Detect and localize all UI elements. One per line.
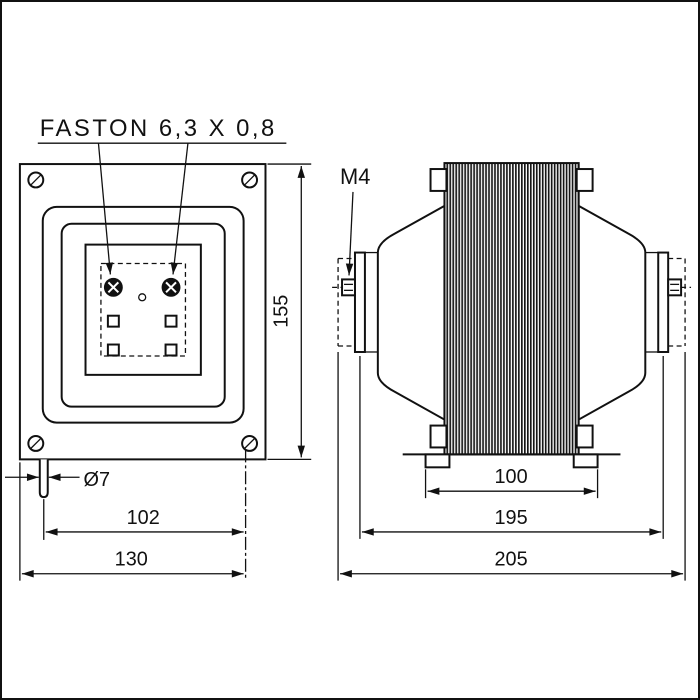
cover-outline-outer [41, 205, 245, 424]
faston-label: FASTON 6,3 X 0,8 [40, 115, 277, 142]
m4-screw-icon [332, 278, 356, 297]
screw-head [667, 278, 683, 297]
m4-screw-icon [667, 278, 692, 297]
front-view [18, 163, 267, 499]
core-clip [429, 168, 448, 192]
corner-screw-icon [241, 435, 259, 452]
dimension-stud-diameter: Ø7 [4, 469, 111, 491]
screw-slot [30, 437, 42, 450]
dimension-102: 102 [43, 449, 247, 581]
cover-outline-inner [60, 222, 226, 408]
mounting-foot [572, 453, 599, 469]
dimension-155: 155 [267, 163, 312, 461]
core-clip [575, 168, 594, 192]
faston-callout: FASTON 6,3 X 0,8 [37, 115, 287, 275]
m4-label: M4 [340, 164, 370, 189]
terminal-cutout-dashed [100, 262, 187, 357]
leader-line [345, 191, 354, 276]
faston-tab [106, 314, 120, 328]
center-hole [138, 293, 147, 302]
terminal-block [84, 243, 202, 376]
laminated-core [443, 162, 580, 456]
screw-slot [243, 437, 256, 450]
terminal-slot [165, 281, 177, 294]
corner-screw-icon [27, 435, 45, 452]
leader-line [170, 143, 189, 275]
mounting-stud [38, 459, 49, 499]
screw-slot [243, 174, 256, 186]
dimension-value: 155 [270, 295, 292, 328]
mounting-foot [424, 453, 451, 469]
coil-bell-right [577, 204, 647, 422]
dimension-value: 205 [494, 549, 527, 571]
dimension-130: 130 [19, 462, 244, 581]
faston-terminal-icon [161, 277, 181, 297]
corner-screw-icon [27, 171, 45, 189]
m4-callout: M4 [340, 164, 370, 276]
core-clip [429, 424, 448, 449]
screw-slot [30, 174, 42, 186]
dimension-value: 102 [127, 507, 160, 529]
leader-line [97, 143, 114, 275]
screw-head [341, 278, 356, 297]
faston-terminal-icon [103, 277, 123, 297]
corner-screw-icon [241, 171, 259, 189]
mounting-strap-right [657, 251, 670, 353]
coil-bell-left [376, 204, 446, 422]
terminal-slot [107, 281, 120, 294]
core-clip [575, 424, 594, 449]
side-view [332, 162, 692, 469]
dimension-value: 130 [115, 549, 148, 571]
faston-tab [106, 343, 120, 357]
mounting-strap-left [353, 251, 366, 353]
dimension-value: 100 [494, 466, 527, 488]
dimension-205: 205 [337, 351, 686, 581]
faston-tab [164, 314, 178, 328]
dimension-100: 100 [424, 466, 599, 499]
faston-tab [164, 343, 178, 357]
dimension-195: 195 [359, 355, 664, 539]
dimension-value: 195 [494, 507, 527, 529]
dimension-value: Ø7 [84, 469, 111, 491]
